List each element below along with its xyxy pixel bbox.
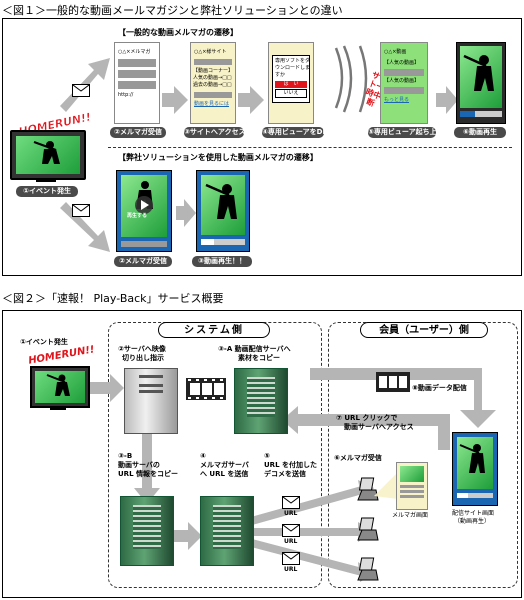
step4-line2: メルマガサーバ (200, 461, 249, 470)
video-progress (460, 111, 502, 117)
fig2-tv-stand (50, 406, 66, 410)
film-strip-icon (186, 378, 226, 400)
mail-screen-url: http:// (118, 92, 159, 99)
fig2-tv-icon (30, 366, 90, 408)
envelope-icon (72, 204, 90, 217)
general-step-3: ③サイトへアクセス (184, 127, 244, 138)
ours-mail-image: 再生する (121, 175, 167, 237)
arrow-event-to-server (90, 374, 124, 402)
envelope-icon (282, 552, 300, 565)
tv-screen (16, 136, 80, 174)
event-label: ①イベント発生 (16, 186, 78, 197)
figure1-title: ＜図１＞一般的な動画メールマガジンと弊社ソリューションとの違い (2, 2, 343, 18)
download-screen: 専用ソフトをダ ウンロードしま すか は い いいえ (268, 42, 314, 124)
ours-video-screen (196, 170, 250, 252)
site-screen-header: ○△×様サイト (194, 49, 235, 56)
site-screen-line: 【動画コーナー】 (193, 68, 235, 75)
download-text: すか (275, 72, 307, 79)
ours-step-3: ③動画再生！！ (192, 256, 252, 267)
arrow-step-2 (238, 86, 264, 114)
step4-line1: ④ (200, 452, 206, 461)
viewer-screen-line: 【人気の動画】 (384, 60, 427, 67)
step7-line2: 動画サーバへアクセス (344, 423, 414, 432)
mail-server-icon (200, 496, 254, 566)
step3b-line2: 動画サーバの (118, 461, 160, 470)
step3b-line1: ③-B (118, 452, 132, 461)
download-text: 専用ソフトをダ (275, 58, 307, 65)
film-strip-delivery-icon (376, 372, 410, 392)
play-label[interactable]: 再生する (127, 213, 147, 220)
general-step-6: ⑥動画再生 (454, 127, 506, 138)
ours-video-image (201, 175, 245, 235)
general-step-5: ⑤専用ビューア起ち上げ (368, 127, 436, 138)
fig2-mail-screen (396, 462, 428, 510)
step7-line1: ⑦ URL クリックで (336, 414, 397, 423)
site-screen-line: 過去の動画→□□ (193, 82, 235, 89)
tv-icon (10, 130, 86, 180)
video-delivery-server-icon (234, 368, 288, 434)
step2-line2: 切り出し指示 (122, 354, 164, 363)
ours-step-2: ②メルマガ受信 (114, 256, 172, 267)
download-no-button[interactable]: いいえ (275, 89, 307, 98)
general-step-4: ④専用ビューアをDL (262, 127, 324, 138)
viewer-screen-link: もっと見る (384, 97, 427, 104)
mail-screen: ○△×メルマガ http:// (114, 42, 160, 124)
step4-line3: へ URL を送信 (200, 470, 248, 479)
fig2-event-label: ①イベント発生 (20, 338, 68, 347)
viewer-screen-line: 【人気の動画】 (384, 78, 427, 85)
delivery-caption-line1: 配信サイト画面 (452, 510, 494, 517)
step3a-line2: 素材をコピー (238, 354, 280, 363)
phone-icon (356, 556, 380, 582)
control-server-icon (124, 368, 178, 434)
step2-line1: ②サーバへ映像 (118, 345, 166, 354)
envelope-icon (72, 84, 90, 97)
site-screen-line: 人気の動画→□□ (193, 75, 235, 82)
viewer-screen: ○△×動画 【人気の動画】 【人気の動画】 もっと見る (380, 42, 428, 124)
arrow-step-4 (436, 86, 458, 114)
envelope-icon (282, 496, 300, 509)
figure2-title: ＜図２＞「速報！ Play-Back」サービス概要 (2, 290, 224, 306)
general-step-2: ②メルマガ受信 (110, 127, 166, 138)
ours-mail-screen: 再生する (116, 170, 172, 252)
step3b-line3: URL 情報をコピー (118, 470, 178, 479)
phone-icon (356, 516, 380, 542)
step8-label: ⑧動画データ配信 (412, 384, 467, 393)
url-label: URL (284, 510, 297, 517)
envelope-icon (282, 524, 300, 537)
video-screen (456, 42, 506, 124)
video-screen-image (460, 46, 502, 108)
viewer-screen-header: ○△×動画 (384, 49, 427, 56)
arrow-to-mail-server (172, 522, 202, 550)
site-screen-link: 動画を見るには (194, 101, 235, 108)
video-server-icon (120, 496, 174, 566)
step5-line3: デコメを送信 (264, 470, 306, 479)
step5-line1: ⑤ (264, 452, 270, 461)
delivery-site-screen (452, 432, 498, 506)
step3a-line1: ③-A 動画配信サーバへ (218, 345, 291, 354)
step5-line2: URL を付加した (264, 461, 317, 470)
mail-screen-header: ○△×メルマガ (118, 49, 159, 56)
fig2-tv-screen (35, 371, 85, 403)
tv-stand (36, 178, 56, 182)
site-screen: ○△×様サイト 【動画コーナー】 人気の動画→□□ 過去の動画→□□ 動画を見る… (190, 42, 236, 124)
arrow-step-1 (162, 86, 188, 114)
download-yes-button[interactable]: は い (275, 81, 307, 88)
arrow-bottom-step (176, 199, 196, 227)
mail-screen-caption: メルマガ画面 (392, 512, 428, 519)
url-label: URL (284, 538, 297, 545)
download-text: ウンロードしま (275, 65, 307, 72)
delivery-caption-line2: （動画再生） (454, 518, 490, 525)
url-label: URL (284, 566, 297, 573)
